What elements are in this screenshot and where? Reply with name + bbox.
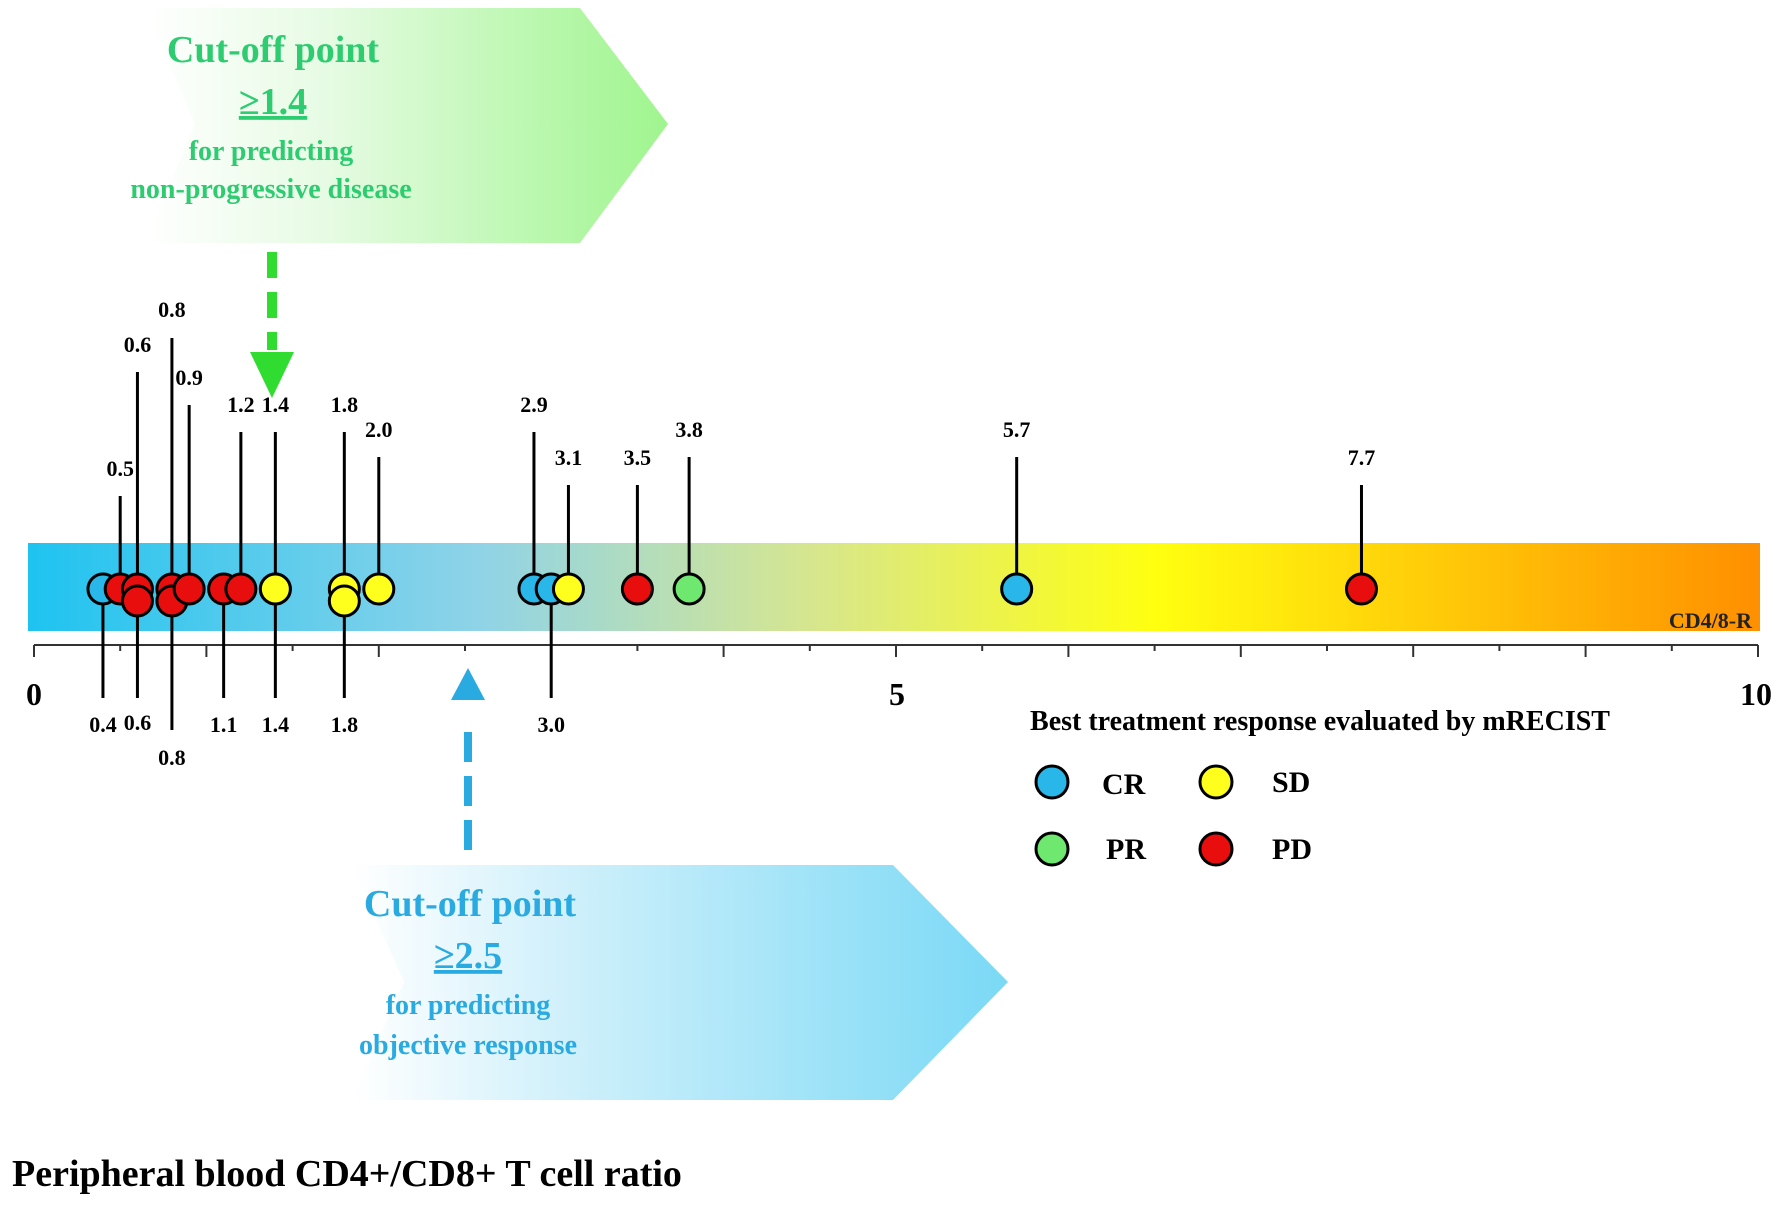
cutoff-2-arrow-banner (352, 865, 1008, 1100)
legend-title: Best treatment response evaluated by mRE… (1030, 706, 1610, 737)
cutoff-2-heading: Cut-off point (364, 883, 577, 925)
point-value-label: 1.4 (262, 392, 290, 417)
cutoff-1-line2: non-progressive disease (130, 174, 411, 205)
point-value-label: 0.4 (89, 712, 117, 737)
cutoff-1-arrow-head (250, 352, 294, 398)
cutoff-1-heading: Cut-off point (167, 29, 380, 71)
point-value-label: 7.7 (1348, 445, 1376, 470)
point-marker-sd (258, 572, 292, 606)
cutoff-2-line1: for predicting (386, 990, 551, 1021)
ratio-gradient-bar (28, 543, 1760, 631)
x-axis (33, 644, 1759, 657)
point-value-label: 0.9 (175, 365, 203, 390)
point-value-label: 0.8 (158, 745, 186, 770)
ratio-bar-label: CD4/8-R (1669, 608, 1753, 633)
point-value-label: 0.6 (124, 332, 152, 357)
cutoff-1-line1: for predicting (189, 136, 354, 167)
chart-title: Peripheral blood CD4+/CD8+ T cell ratio (12, 1153, 682, 1195)
point-value-label: 2.0 (365, 417, 393, 442)
cutoff-2-value: ≥2.5 (434, 935, 502, 977)
point-value-label: 3.0 (537, 712, 565, 737)
point-marker-sd (327, 584, 361, 618)
point-marker-sd (362, 572, 396, 606)
point-marker-pr (672, 572, 706, 606)
data-points (86, 572, 1378, 618)
legend-marker-sd (1198, 764, 1234, 800)
legend-label-pr: PR (1106, 833, 1146, 866)
point-value-label: 2.9 (520, 392, 548, 417)
point-marker-sd (551, 572, 585, 606)
point-value-label: 1.2 (227, 392, 255, 417)
legend-label-sd: SD (1272, 766, 1310, 799)
point-marker-pd (1344, 572, 1378, 606)
point-value-label: 1.4 (262, 712, 290, 737)
legend-label-pd: PD (1272, 833, 1312, 866)
cutoff-2-line2: objective response (359, 1030, 577, 1061)
point-value-label: 1.8 (331, 392, 359, 417)
point-value-label: 0.8 (158, 297, 186, 322)
point-marker-pd (172, 572, 206, 606)
point-marker-pd (120, 584, 154, 618)
legend-label-cr: CR (1102, 768, 1146, 801)
x-tick-label-5: 5 (889, 676, 905, 712)
point-value-label: 3.8 (675, 417, 703, 442)
cutoff-2-arrow-head (451, 668, 485, 700)
x-tick-label-0: 0 (26, 676, 42, 712)
point-value-label: 1.1 (210, 712, 238, 737)
point-value-label: 5.7 (1003, 417, 1031, 442)
cutoff-1-arrow-banner (145, 8, 668, 243)
point-value-label: 0.5 (106, 456, 134, 481)
point-value-label: 3.5 (624, 445, 652, 470)
point-value-label: 1.8 (331, 712, 359, 737)
point-marker-cr (1000, 572, 1034, 606)
legend-marker-pr (1034, 831, 1070, 867)
legend-marker-cr (1034, 764, 1070, 800)
legend-marker-pd (1198, 831, 1234, 867)
cutoff-1-value: ≥1.4 (239, 81, 307, 123)
point-value-label: 0.6 (124, 710, 152, 735)
x-tick-label-10: 10 (1740, 676, 1772, 712)
point-marker-pd (224, 572, 258, 606)
point-value-label: 3.1 (555, 445, 583, 470)
point-marker-pd (620, 572, 654, 606)
